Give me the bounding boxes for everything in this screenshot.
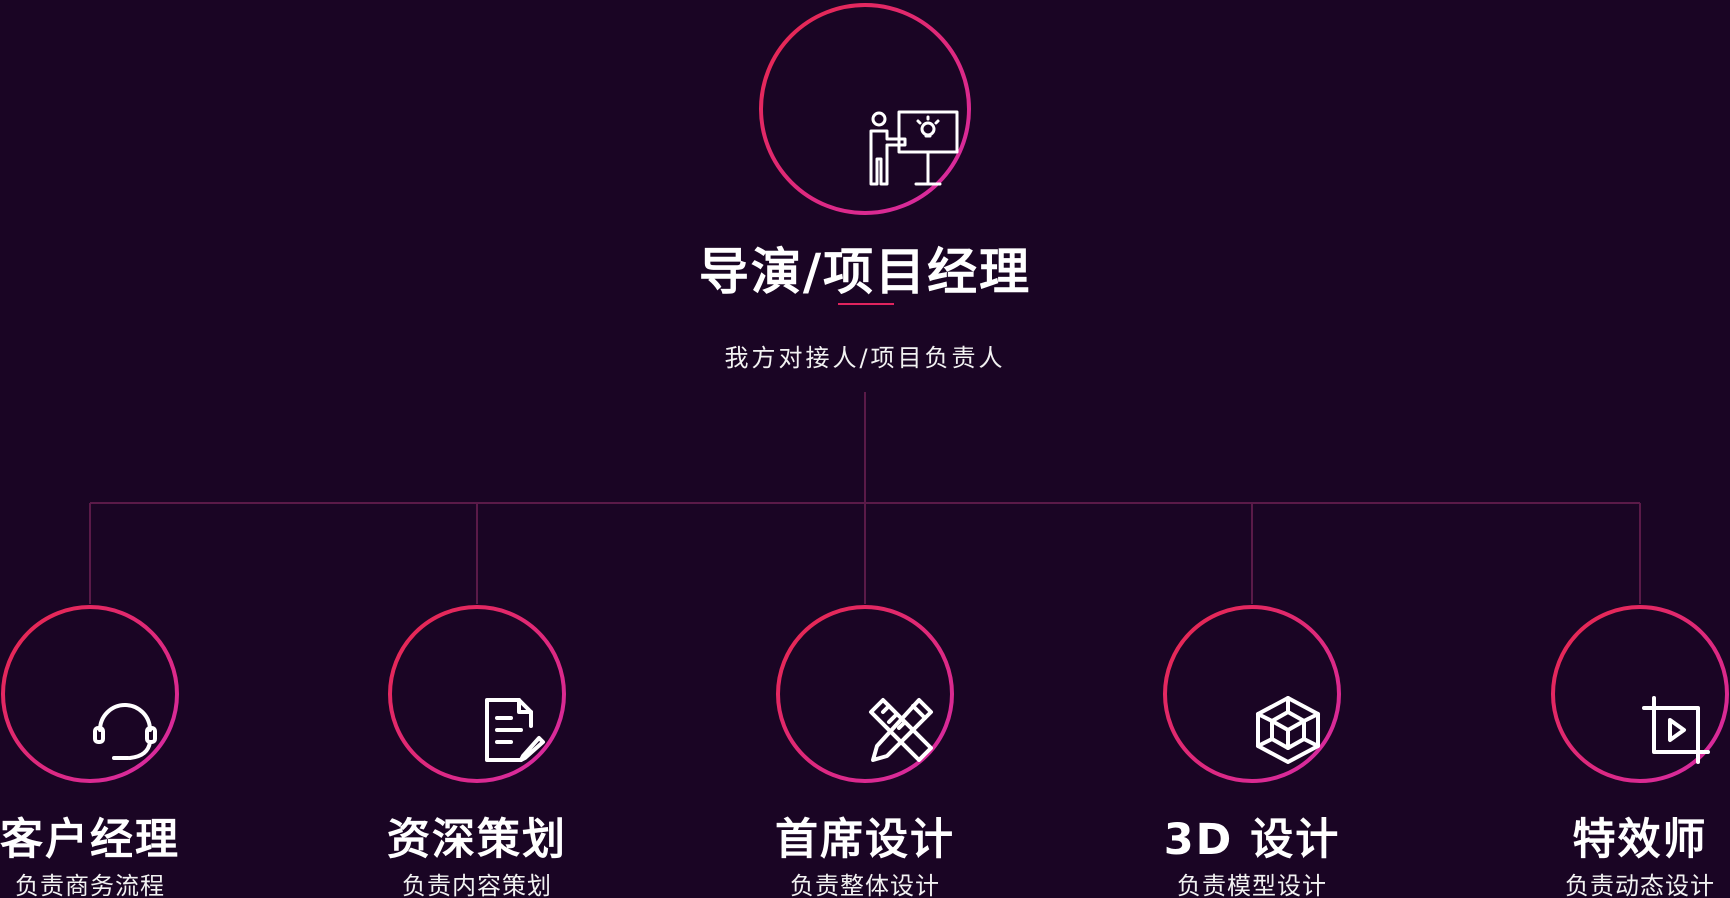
role-title-2: 资深策划: [387, 815, 567, 865]
title-underline: [838, 303, 894, 305]
lead-node-circle: [758, 2, 972, 216]
role-node-circle-5: [1550, 604, 1730, 784]
role-ring: [388, 605, 566, 783]
role-node-circle-2: [387, 604, 567, 784]
lead-subtitle: 我方对接人/项目负责人: [724, 344, 1006, 372]
role-node-circle-4: [1162, 604, 1342, 784]
role-subtitle-2: 负责内容策划: [402, 872, 552, 898]
lead-title: 导演/项目经理: [698, 242, 1032, 301]
role-ring: [1163, 605, 1341, 783]
lead-ring: [759, 3, 971, 215]
role-ring: [776, 605, 954, 783]
role-title-3: 首席设计: [775, 815, 955, 865]
role-ring: [1551, 605, 1729, 783]
role-subtitle-5: 负责动态设计: [1565, 872, 1715, 898]
role-node-circle-3: [775, 604, 955, 784]
role-title-1: 客户经理: [0, 815, 180, 865]
role-title-5: 特效师: [1572, 815, 1708, 865]
role-ring: [1, 605, 179, 783]
role-node-circle-1: [0, 604, 180, 784]
role-subtitle-3: 负责整体设计: [790, 872, 940, 898]
role-subtitle-4: 负责模型设计: [1177, 872, 1327, 898]
role-subtitle-1: 负责商务流程: [15, 872, 165, 898]
role-title-4: 3D 设计: [1163, 815, 1341, 865]
